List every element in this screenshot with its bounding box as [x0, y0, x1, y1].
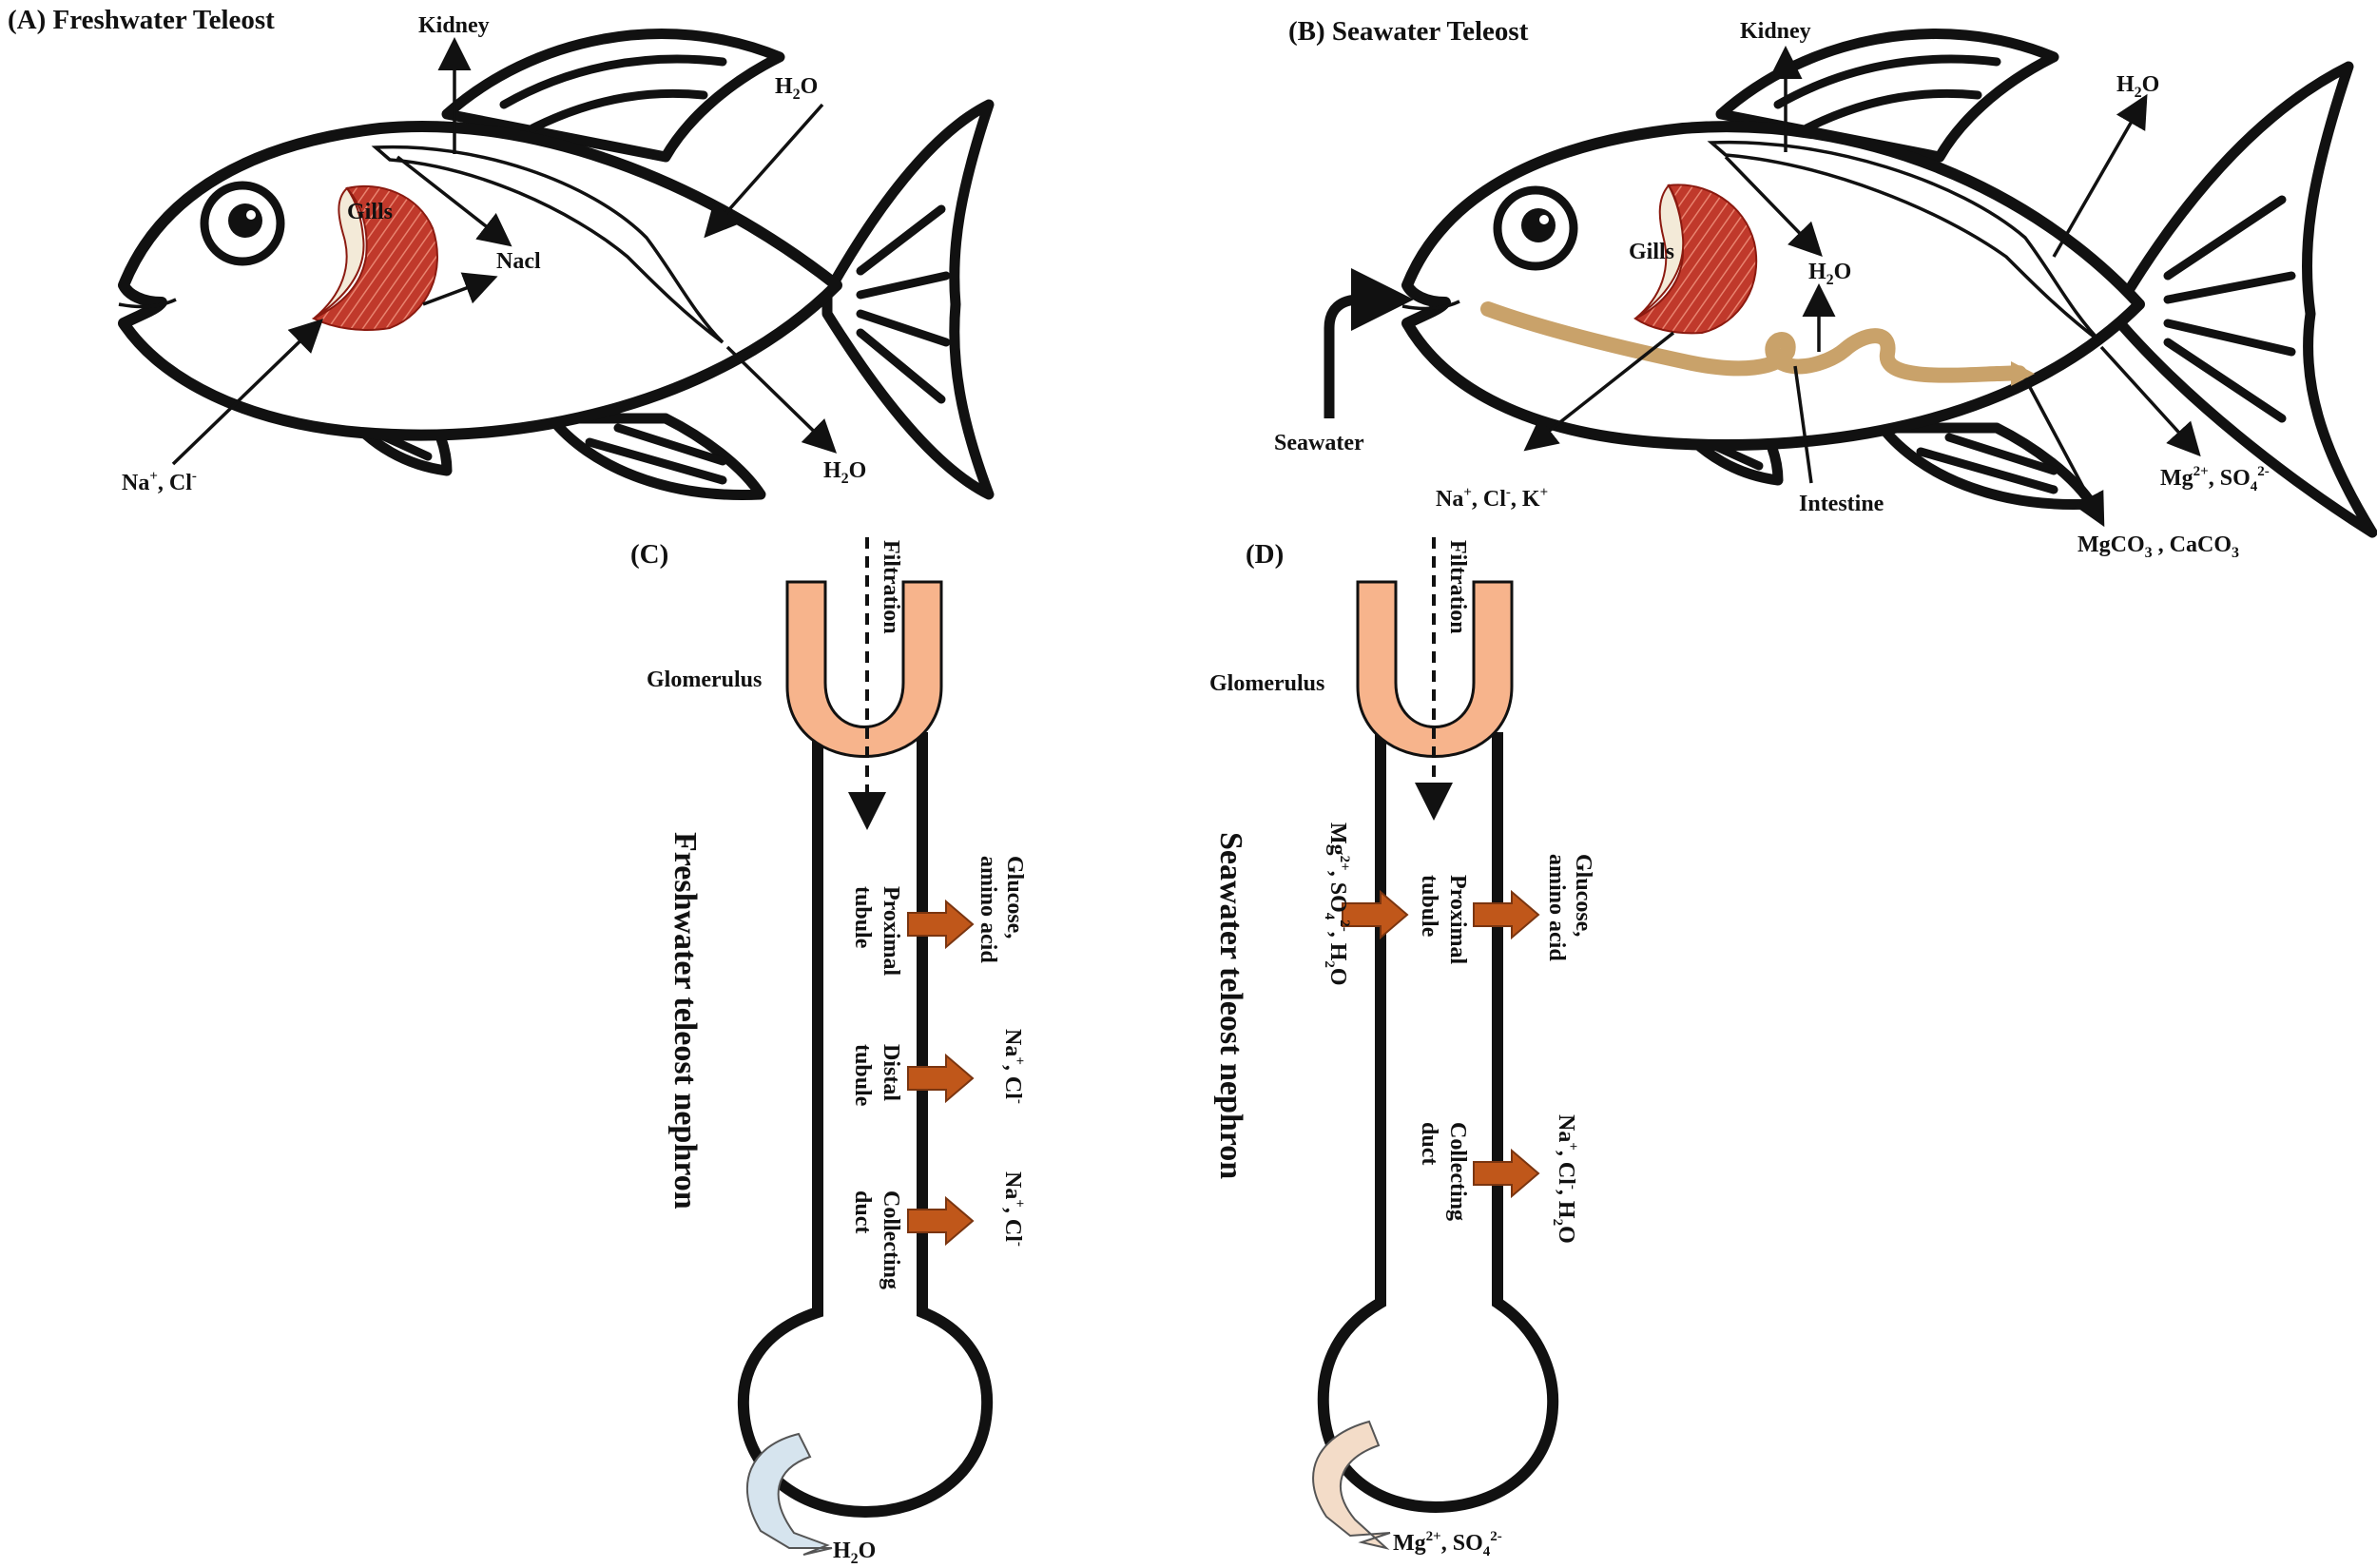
fish-a-kidney-organ: [371, 145, 725, 344]
fish-a-nacl-arrow-2: [422, 272, 498, 306]
nephron-c-transport-arrow-3: [907, 1195, 975, 1247]
fish-b-water-out-top-arrow: [2052, 93, 2148, 258]
fish-b-body: [1401, 121, 2145, 451]
nephron-d-collecting-line1: Collecting: [1445, 1122, 1470, 1221]
fish-a-water-in-label: H2O: [775, 74, 818, 103]
nephron-d-excreted-label: Mg2+, SO42-: [1393, 1529, 1502, 1559]
nephron-d-filtration-label: Filtration: [1445, 540, 1470, 634]
nephron-d-glomerulus: [1356, 580, 1514, 758]
fish-b-anal-rays: [1916, 433, 2058, 494]
fish-b-anal-fin: [1877, 422, 2097, 510]
nephron-c-reabs-1-line2: amino acid: [976, 856, 1000, 963]
panel-a-title: (A) Freshwater Teleost: [8, 5, 275, 35]
nephron-c-proximal-line2: tubule: [850, 886, 875, 949]
nephron-d: [1312, 537, 1559, 1550]
nephron-c-excretion-arrow: [745, 1432, 833, 1556]
nephron-c-distal-line2: tubule: [850, 1044, 875, 1107]
fish-b-mgso4-arrow: [2099, 345, 2201, 457]
nephron-d-transport-arrow-1: [1473, 889, 1540, 940]
fish-b-kidney-label: Kidney: [1740, 19, 1811, 44]
nephron-d-proximal-line2: tubule: [1417, 875, 1441, 938]
nephron-c-excreted-label: H2O: [833, 1539, 876, 1567]
fish-a-mouth: [118, 298, 177, 309]
fish-a-anal-fin: [546, 413, 766, 500]
nephron-c: [737, 537, 994, 1556]
fish-b-intestine: [1480, 301, 2027, 383]
nephron-d-reabs-2: Na+, Cl-, H2O: [1550, 1114, 1580, 1244]
fish-b-dorsal-rays: [1773, 54, 2001, 133]
nephron-d-secretion-arrow: [1342, 889, 1409, 940]
fish-a-gills: [311, 184, 438, 331]
fish-b-tail-rays: [2163, 195, 2296, 423]
nephron-d-collecting-line2: duct: [1417, 1122, 1441, 1165]
nephron-d-glomerulus-label: Glomerulus: [1209, 671, 1324, 696]
nephron-d-transport-arrow-2: [1473, 1148, 1540, 1199]
fish-a-pupil: [228, 203, 262, 238]
fish-b-gills-label: Gills: [1629, 240, 1674, 264]
fish-b-gill-edge: [1634, 184, 1685, 319]
fish-b-intestine-tip: [2011, 361, 2035, 386]
fish-a-gill-edge: [313, 186, 365, 319]
fish-a-anal-rays: [585, 423, 727, 485]
fish-a-gills-label: Gills: [347, 200, 393, 224]
fish-b-mgso4-label: Mg2+, SO42-: [2160, 464, 2270, 494]
nephron-d-reabs-1-line2: amino acid: [1544, 854, 1569, 961]
fish-b-kidney-organ: [1707, 140, 2103, 344]
nephron-d-tubule: [1317, 732, 1559, 1514]
fish-b-seawater-label: Seawater: [1274, 431, 1364, 455]
fish-a-kidney-label: Kidney: [418, 13, 490, 38]
fish-b: [1401, 29, 2377, 538]
fish-a-nacl-label: Nacl: [496, 249, 541, 274]
fish-a-ions-label: Na+, Cl-: [122, 469, 197, 495]
fish-a: [118, 29, 995, 500]
nephron-c-reabs-1-line1: Glucose,: [1002, 856, 1027, 939]
fish-b-carbonates-arrow: [2023, 377, 2105, 528]
fish-b-seawater-arrow: [1324, 268, 1414, 418]
fish-b-pupil: [1521, 208, 1556, 242]
nephron-d-proximal-line1: Proximal: [1445, 875, 1470, 965]
fish-b-carbonates-label: MgCO3 , CaCO3: [2077, 532, 2239, 561]
fish-b-water-out-top-label: H2O: [2116, 72, 2159, 101]
nephron-d-secreted-in-line1: Mg2+, SO42-, H2O: [1322, 823, 1352, 986]
nephron-c-glomerulus-label: Glomerulus: [647, 668, 762, 692]
nephron-c-reabs-2: Na+, Cl-: [1000, 1029, 1027, 1104]
nephron-d-reabs-1-line1: Glucose,: [1571, 854, 1595, 937]
nephron-c-distal-line1: Distal: [879, 1044, 903, 1101]
nephron-c-vertical-title: Freshwater teleost nephron: [667, 832, 703, 1210]
fish-b-tail: [2115, 61, 2377, 538]
fish-a-water-out-label: H2O: [823, 458, 866, 487]
fish-b-ions-label: Na+, Cl-, K+: [1436, 485, 1548, 512]
fish-a-body: [118, 120, 842, 441]
fish-a-tail-rays: [856, 204, 951, 404]
nephron-c-transport-arrow-2: [907, 1053, 975, 1104]
fish-a-dorsal-rays: [499, 54, 727, 133]
fish-a-eye-highlight: [246, 210, 256, 220]
fish-b-intestine-pointer: [1793, 365, 1813, 484]
nephron-d-vertical-title: Seawater teleost nephron: [1213, 832, 1248, 1179]
fish-a-water-out-arrow: [725, 345, 838, 454]
nephron-c-filtration-label: Filtration: [879, 540, 903, 634]
nephron-c-collecting-line1: Collecting: [879, 1191, 903, 1289]
fish-a-ions-arrow: [171, 319, 324, 466]
nephron-c-tubule: [737, 732, 994, 1519]
fish-a-tail: [821, 99, 995, 500]
fish-a-nacl-arrow-1: [396, 155, 512, 247]
fish-a-water-in-arrow: [704, 103, 824, 239]
panel-c-title: (C): [630, 539, 668, 570]
fish-b-eye-highlight: [1539, 215, 1549, 224]
nephron-d-excretion-arrow: [1312, 1420, 1391, 1550]
nephron-c-glomerulus: [785, 580, 943, 758]
panel-b-title: (B) Seawater Teleost: [1288, 16, 1529, 47]
nephron-c-proximal-line1: Proximal: [879, 886, 903, 977]
nephron-c-reabs-3: Na+, Cl-: [1000, 1171, 1027, 1247]
fish-b-ions-arrow: [1523, 331, 1675, 452]
fish-b-intestine-label: Intestine: [1799, 492, 1884, 516]
nephron-c-collecting-line2: duct: [850, 1191, 875, 1233]
fish-b-water-kidney-arrow: [1724, 155, 1823, 258]
nephron-c-transport-arrow-1: [907, 899, 975, 950]
panel-d-title: (D): [1246, 539, 1284, 570]
